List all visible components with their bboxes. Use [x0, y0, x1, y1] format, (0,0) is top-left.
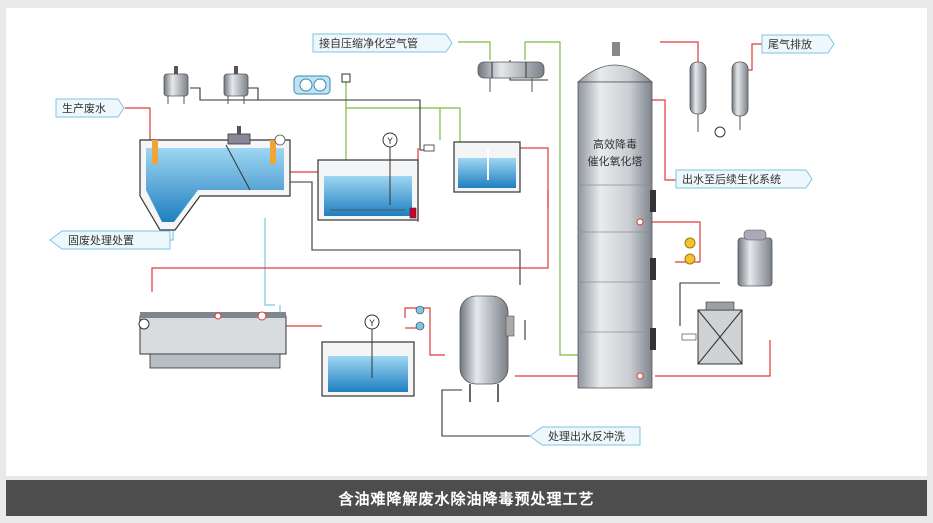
backwash-label: 处理出水反冲洗	[548, 429, 625, 443]
reaction-tank-2	[423, 141, 521, 193]
pipes-red	[125, 41, 771, 377]
tower-label-line2: 催化氧化塔	[588, 154, 643, 168]
catalytic-oxidation-tower: 高效降毒 催化氧化塔	[576, 42, 656, 389]
transfer-pumps	[415, 305, 425, 331]
tag-compressed-air: 接自压缩净化空气管	[312, 33, 453, 53]
gauge-label-2: Y	[368, 319, 375, 329]
tag-backwash: 处理出水反冲洗	[529, 426, 641, 446]
air-blower-icon	[293, 73, 351, 95]
oil-separation-tank	[139, 126, 291, 231]
air-flotation-unit	[138, 311, 287, 369]
aeration-tank-1: Y	[317, 132, 419, 221]
tag-production-wastewater: 生产废水	[55, 98, 125, 118]
air-filter-skid	[477, 61, 545, 92]
filter-vessel	[459, 295, 515, 402]
tail-gas-label: 尾气排放	[768, 37, 812, 51]
tag-effluent-bio: 出水至后续生化系统	[675, 169, 813, 189]
diagram-title: 含油难降解废水除油降毒预处理工艺	[338, 489, 595, 508]
compressed-air-label: 接自压缩净化空气管	[319, 36, 418, 50]
dosing-pumps	[684, 237, 696, 265]
pipes-green	[345, 41, 590, 356]
scrubber-1	[689, 61, 707, 132]
scrubber-2	[731, 61, 749, 130]
gas-pump-icon	[714, 126, 726, 138]
pipes-black	[190, 60, 720, 437]
gauge-label-1: Y	[386, 137, 393, 147]
diagram-title-bar: 含油难降解废水除油降毒预处理工艺	[6, 480, 927, 516]
dosing-tank-2	[223, 66, 249, 104]
solid-waste-label: 固废处理处置	[68, 233, 134, 247]
production-wastewater-label: 生产废水	[62, 101, 106, 115]
tag-tail-gas: 尾气排放	[761, 34, 835, 54]
clarifier-tank: Y	[321, 314, 415, 397]
effluent-bio-label: 出水至后续生化系统	[682, 172, 781, 186]
tag-solid-waste: 固废处理处置	[49, 230, 171, 250]
heat-exchanger	[681, 301, 743, 365]
dosing-tank-1	[163, 66, 189, 104]
chemical-storage-tank	[737, 229, 773, 287]
tower-label-line1: 高效降毒	[593, 137, 637, 151]
